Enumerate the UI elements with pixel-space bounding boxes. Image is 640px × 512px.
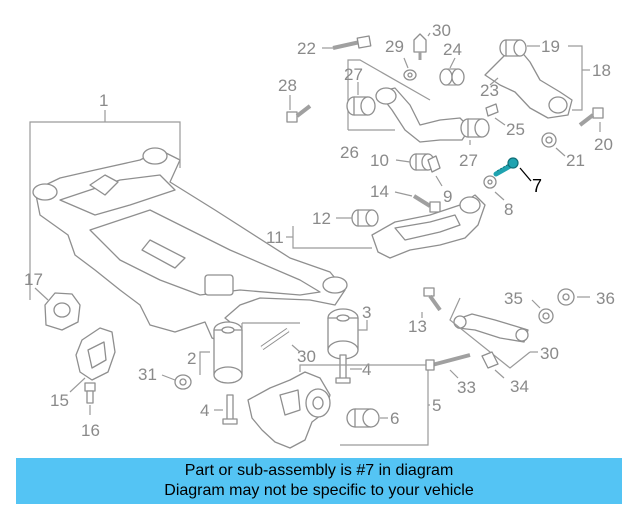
bolt-7-selected[interactable] xyxy=(493,157,519,177)
nut-33 xyxy=(174,374,192,390)
bolt-34 xyxy=(425,353,471,371)
mount-17 xyxy=(44,292,81,331)
label-13: 13 xyxy=(408,317,427,336)
bushing-12 xyxy=(351,209,379,227)
bushing-3 xyxy=(327,308,359,360)
bolt-20 xyxy=(578,107,604,127)
info-banner: Part or sub-assembly is #7 in diagram Di… xyxy=(16,458,622,504)
bolt-28 xyxy=(286,104,312,123)
label-27b: 27 xyxy=(459,151,478,170)
label-30: 30 xyxy=(432,21,451,40)
label-20: 20 xyxy=(594,135,613,154)
bushing-24 xyxy=(439,68,465,86)
label-32: 30 xyxy=(297,347,316,366)
label-22: 22 xyxy=(297,39,316,58)
bushing-6 xyxy=(346,408,380,428)
label-24: 24 xyxy=(443,40,462,59)
label-16: 16 xyxy=(81,421,100,440)
bolt-4-right xyxy=(335,354,351,384)
label-4b: 4 xyxy=(200,401,209,420)
bushing-27-lower xyxy=(460,118,490,138)
nut-30 xyxy=(413,33,427,60)
knuckle xyxy=(247,371,331,449)
nut-35 xyxy=(481,351,499,369)
bracket-15 xyxy=(75,327,116,381)
label-1: 1 xyxy=(99,91,108,110)
bolt-14 xyxy=(412,194,441,213)
bushing-19 xyxy=(499,39,527,57)
nut-25 xyxy=(485,103,499,117)
label-33: 31 xyxy=(138,365,157,384)
label-36: 35 xyxy=(504,289,523,308)
label-5: 5 xyxy=(432,396,441,415)
bolt-22 xyxy=(332,35,372,50)
label-2: 2 xyxy=(187,349,196,368)
label-14: 14 xyxy=(370,182,389,201)
bushing-27-upper xyxy=(346,96,376,116)
lower-arm-11 xyxy=(371,194,486,259)
label-8: 8 xyxy=(504,200,513,219)
bolt-32 xyxy=(260,327,290,351)
bolt-16 xyxy=(84,382,96,404)
banner-line-1: Part or sub-assembly is #7 in diagram xyxy=(184,462,454,479)
label-17: 17 xyxy=(24,270,43,289)
label-25: 25 xyxy=(506,120,525,139)
bolt-13 xyxy=(423,287,442,312)
washer-36 xyxy=(538,308,554,324)
label-10: 10 xyxy=(370,151,389,170)
label-7[interactable]: 7 xyxy=(532,176,542,196)
label-6: 6 xyxy=(390,409,399,428)
washer-21 xyxy=(541,132,557,148)
label-21: 21 xyxy=(566,151,585,170)
label-26: 26 xyxy=(340,143,359,162)
label-12: 12 xyxy=(312,209,331,228)
label-4a: 4 xyxy=(362,360,371,379)
label-23: 23 xyxy=(480,81,499,100)
label-35: 34 xyxy=(510,377,529,396)
banner-line-2: Diagram may not be specific to your vehi… xyxy=(164,482,474,499)
label-31: 30 xyxy=(540,344,559,363)
bolt-4-lower xyxy=(222,394,238,425)
label-18: 18 xyxy=(592,61,611,80)
label-19: 19 xyxy=(541,37,560,56)
label-28: 28 xyxy=(278,76,297,95)
label-11: 11 xyxy=(266,228,284,247)
washer-29 xyxy=(403,69,417,81)
bushing-2 xyxy=(213,321,243,384)
label-37: 36 xyxy=(596,289,615,308)
subframe xyxy=(32,147,348,346)
bushing-37 xyxy=(557,288,575,306)
label-29: 29 xyxy=(385,37,404,56)
label-34: 33 xyxy=(457,378,476,397)
washer-8 xyxy=(483,175,497,189)
label-27a: 27 xyxy=(344,65,363,84)
label-3: 3 xyxy=(362,303,371,322)
label-9: 9 xyxy=(443,187,452,206)
label-15: 15 xyxy=(50,391,69,410)
link-31 xyxy=(453,313,529,343)
nut-9 xyxy=(427,155,441,173)
